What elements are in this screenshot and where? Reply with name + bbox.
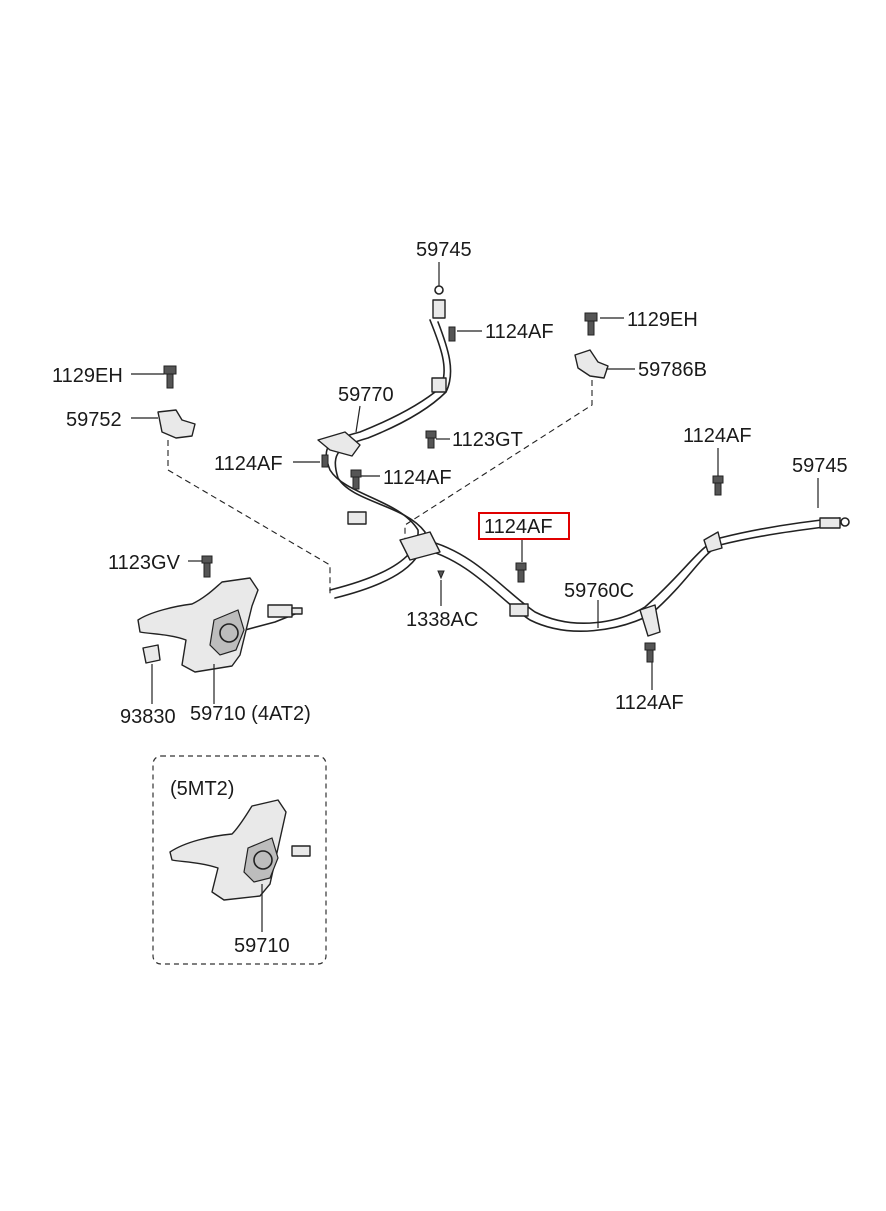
- equalizer-junction: [399, 531, 441, 561]
- dash-59786B: [404, 380, 593, 545]
- inset-5MT2-box: [152, 755, 327, 965]
- label-59710-4AT2: 59710 (4AT2): [190, 703, 311, 725]
- switch-93830: [142, 644, 161, 664]
- label-59752: 59752: [66, 409, 122, 431]
- bolt-1124AF-b: [321, 454, 329, 468]
- label-1124AF-right-top: 1124AF: [683, 425, 752, 447]
- clamp-center: [509, 603, 529, 617]
- end-fitting-59745-top: [432, 285, 446, 319]
- clamp-left: [347, 511, 367, 525]
- clamp-right-lower: [639, 604, 661, 637]
- label-1123GV: 1123GV: [108, 552, 181, 574]
- label-5MT2: (5MT2): [170, 778, 234, 800]
- cable-59760C-outer: [424, 517, 841, 624]
- cable-59770-outer: [334, 321, 452, 599]
- dash-59752: [167, 440, 331, 595]
- clamp-right-upper: [703, 531, 723, 553]
- parking-brake-lever-4AT2: [137, 577, 303, 673]
- leaders: [131, 262, 819, 932]
- label-59745-top: 59745: [416, 239, 472, 261]
- parking-brake-lever-5MT2: [169, 799, 311, 901]
- label-93830: 93830: [120, 706, 176, 728]
- label-1129EH-right: 1129EH: [627, 309, 698, 331]
- nut-1338AC: [437, 570, 445, 580]
- label-1124AF-b: 1124AF: [214, 453, 283, 475]
- label-59745-right: 59745: [792, 455, 848, 477]
- label-59786B: 59786B: [638, 359, 707, 381]
- bolt-1124AF-highlight: [515, 562, 527, 583]
- bracket-59786B: [574, 349, 609, 379]
- bracket-59752: [157, 409, 196, 439]
- bolt-1124AF-bottom: [644, 642, 656, 663]
- end-fitting-59745-right: [819, 517, 850, 529]
- bolt-1129EH-left: [163, 365, 177, 389]
- bolt-1123GT: [425, 430, 437, 449]
- label-1124AF-c: 1124AF: [383, 467, 452, 489]
- bolt-1129EH-right: [584, 312, 598, 336]
- label-1129EH-left: 1129EH: [52, 365, 123, 387]
- label-59710-5MT2: 59710: [234, 935, 290, 957]
- highlight-box: [478, 512, 570, 540]
- bolt-1123GV: [201, 555, 213, 578]
- label-59770: 59770: [338, 384, 394, 406]
- bracket-59770: [317, 377, 447, 457]
- label-1124AF-highlight: 1124AF: [484, 516, 553, 538]
- label-1124AF-a: 1124AF: [485, 321, 554, 343]
- bolt-1124AF-right-top: [712, 475, 724, 496]
- bolt-1124AF-c: [350, 469, 362, 490]
- label-59760C: 59760C: [564, 580, 634, 602]
- label-1124AF-bottom: 1124AF: [615, 692, 684, 714]
- label-1338AC: 1338AC: [406, 609, 478, 631]
- bolt-1124AF-a: [448, 326, 456, 342]
- label-1123GT: 1123GT: [452, 429, 523, 451]
